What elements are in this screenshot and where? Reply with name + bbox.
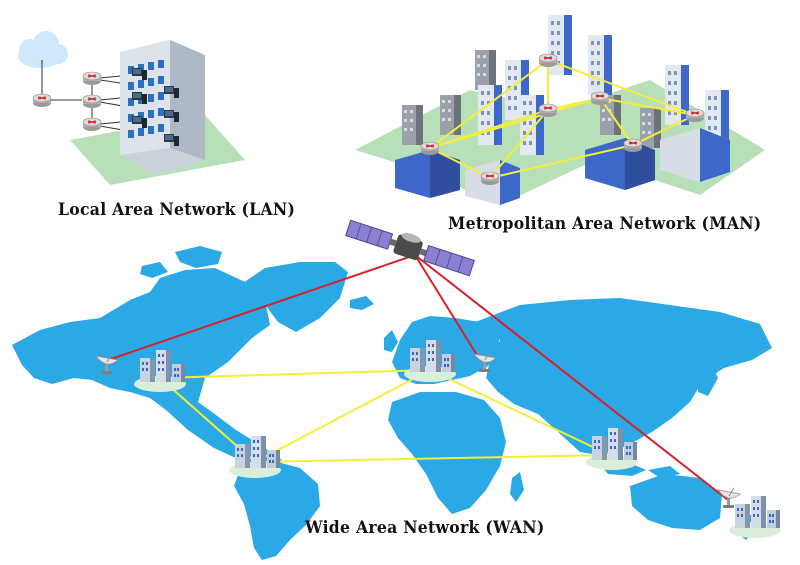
router-icon bbox=[420, 141, 440, 156]
africa bbox=[388, 392, 506, 514]
wan-caption: Wide Area Network (WAN) bbox=[305, 518, 545, 538]
satellite-icon bbox=[345, 219, 475, 277]
building-icon bbox=[475, 50, 496, 90]
lan-caption: Local Area Network (LAN) bbox=[58, 200, 296, 220]
router-icon bbox=[590, 91, 610, 106]
iceland bbox=[350, 296, 374, 310]
router-icon bbox=[538, 53, 558, 68]
madagascar bbox=[510, 472, 524, 502]
australia bbox=[630, 474, 722, 530]
building-icon bbox=[120, 40, 205, 175]
cloud-icon bbox=[18, 31, 68, 68]
router-icon bbox=[32, 93, 52, 108]
building-icon bbox=[440, 95, 461, 135]
world-map bbox=[12, 246, 772, 560]
man-illustration bbox=[355, 15, 765, 205]
satellite-links bbox=[107, 254, 729, 501]
router-icon bbox=[82, 117, 102, 132]
man-caption: Metropolitan Area Network (MAN) bbox=[448, 214, 762, 234]
building-icon bbox=[665, 65, 689, 125]
building-icon bbox=[395, 150, 460, 198]
building-icon bbox=[478, 85, 502, 145]
building-icon bbox=[520, 95, 544, 155]
uk bbox=[384, 330, 398, 352]
arctic-islands bbox=[140, 246, 222, 278]
building-icon bbox=[588, 35, 612, 95]
south-america bbox=[234, 460, 320, 560]
router-icon bbox=[538, 103, 558, 118]
building-icon bbox=[402, 105, 423, 145]
japan bbox=[698, 364, 718, 396]
building-icon bbox=[640, 108, 661, 148]
building-icon bbox=[660, 128, 730, 182]
building-icon bbox=[729, 496, 781, 538]
router-icon bbox=[685, 108, 705, 123]
router-icon bbox=[82, 94, 102, 109]
router-icon bbox=[82, 71, 102, 86]
lan-illustration bbox=[18, 31, 245, 185]
asia bbox=[470, 298, 772, 456]
router-icon bbox=[480, 171, 500, 186]
router-icon bbox=[623, 138, 643, 153]
